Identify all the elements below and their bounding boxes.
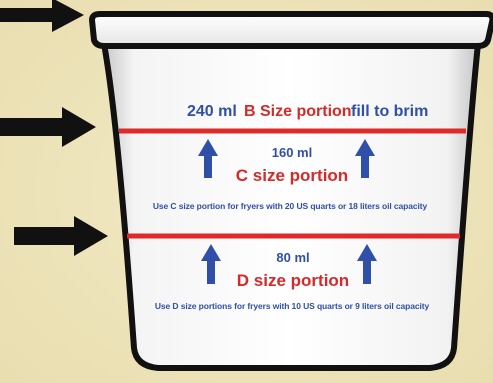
rim-pointer-arrow-icon: [0, 0, 84, 32]
d-size-volume: 80 ml: [276, 250, 310, 265]
cup-body: [101, 41, 481, 371]
d-size-note: Use D size portions for fryers with 10 U…: [154, 301, 430, 311]
up-arrow-icon: [201, 244, 221, 284]
b-size-portion-label: B Size portion: [244, 103, 352, 120]
b-size-instruction: fill to brim: [351, 103, 429, 120]
b-size-volume: 240 ml: [187, 103, 237, 120]
c-size-volume: 160 ml: [271, 145, 313, 160]
d-size-portion-label: D size portion: [236, 271, 350, 290]
c-size-note: Use C size portion for fryers with 20 US…: [152, 201, 428, 211]
up-arrow-icon: [357, 244, 377, 284]
b-line-pointer-arrow-icon: [0, 107, 96, 147]
cup-rim: [89, 11, 493, 49]
c-size-portion-label: C size portion: [235, 166, 349, 185]
up-arrow-icon: [198, 139, 218, 178]
up-arrow-icon: [355, 139, 375, 178]
c-line-pointer-arrow-icon: [14, 216, 108, 256]
